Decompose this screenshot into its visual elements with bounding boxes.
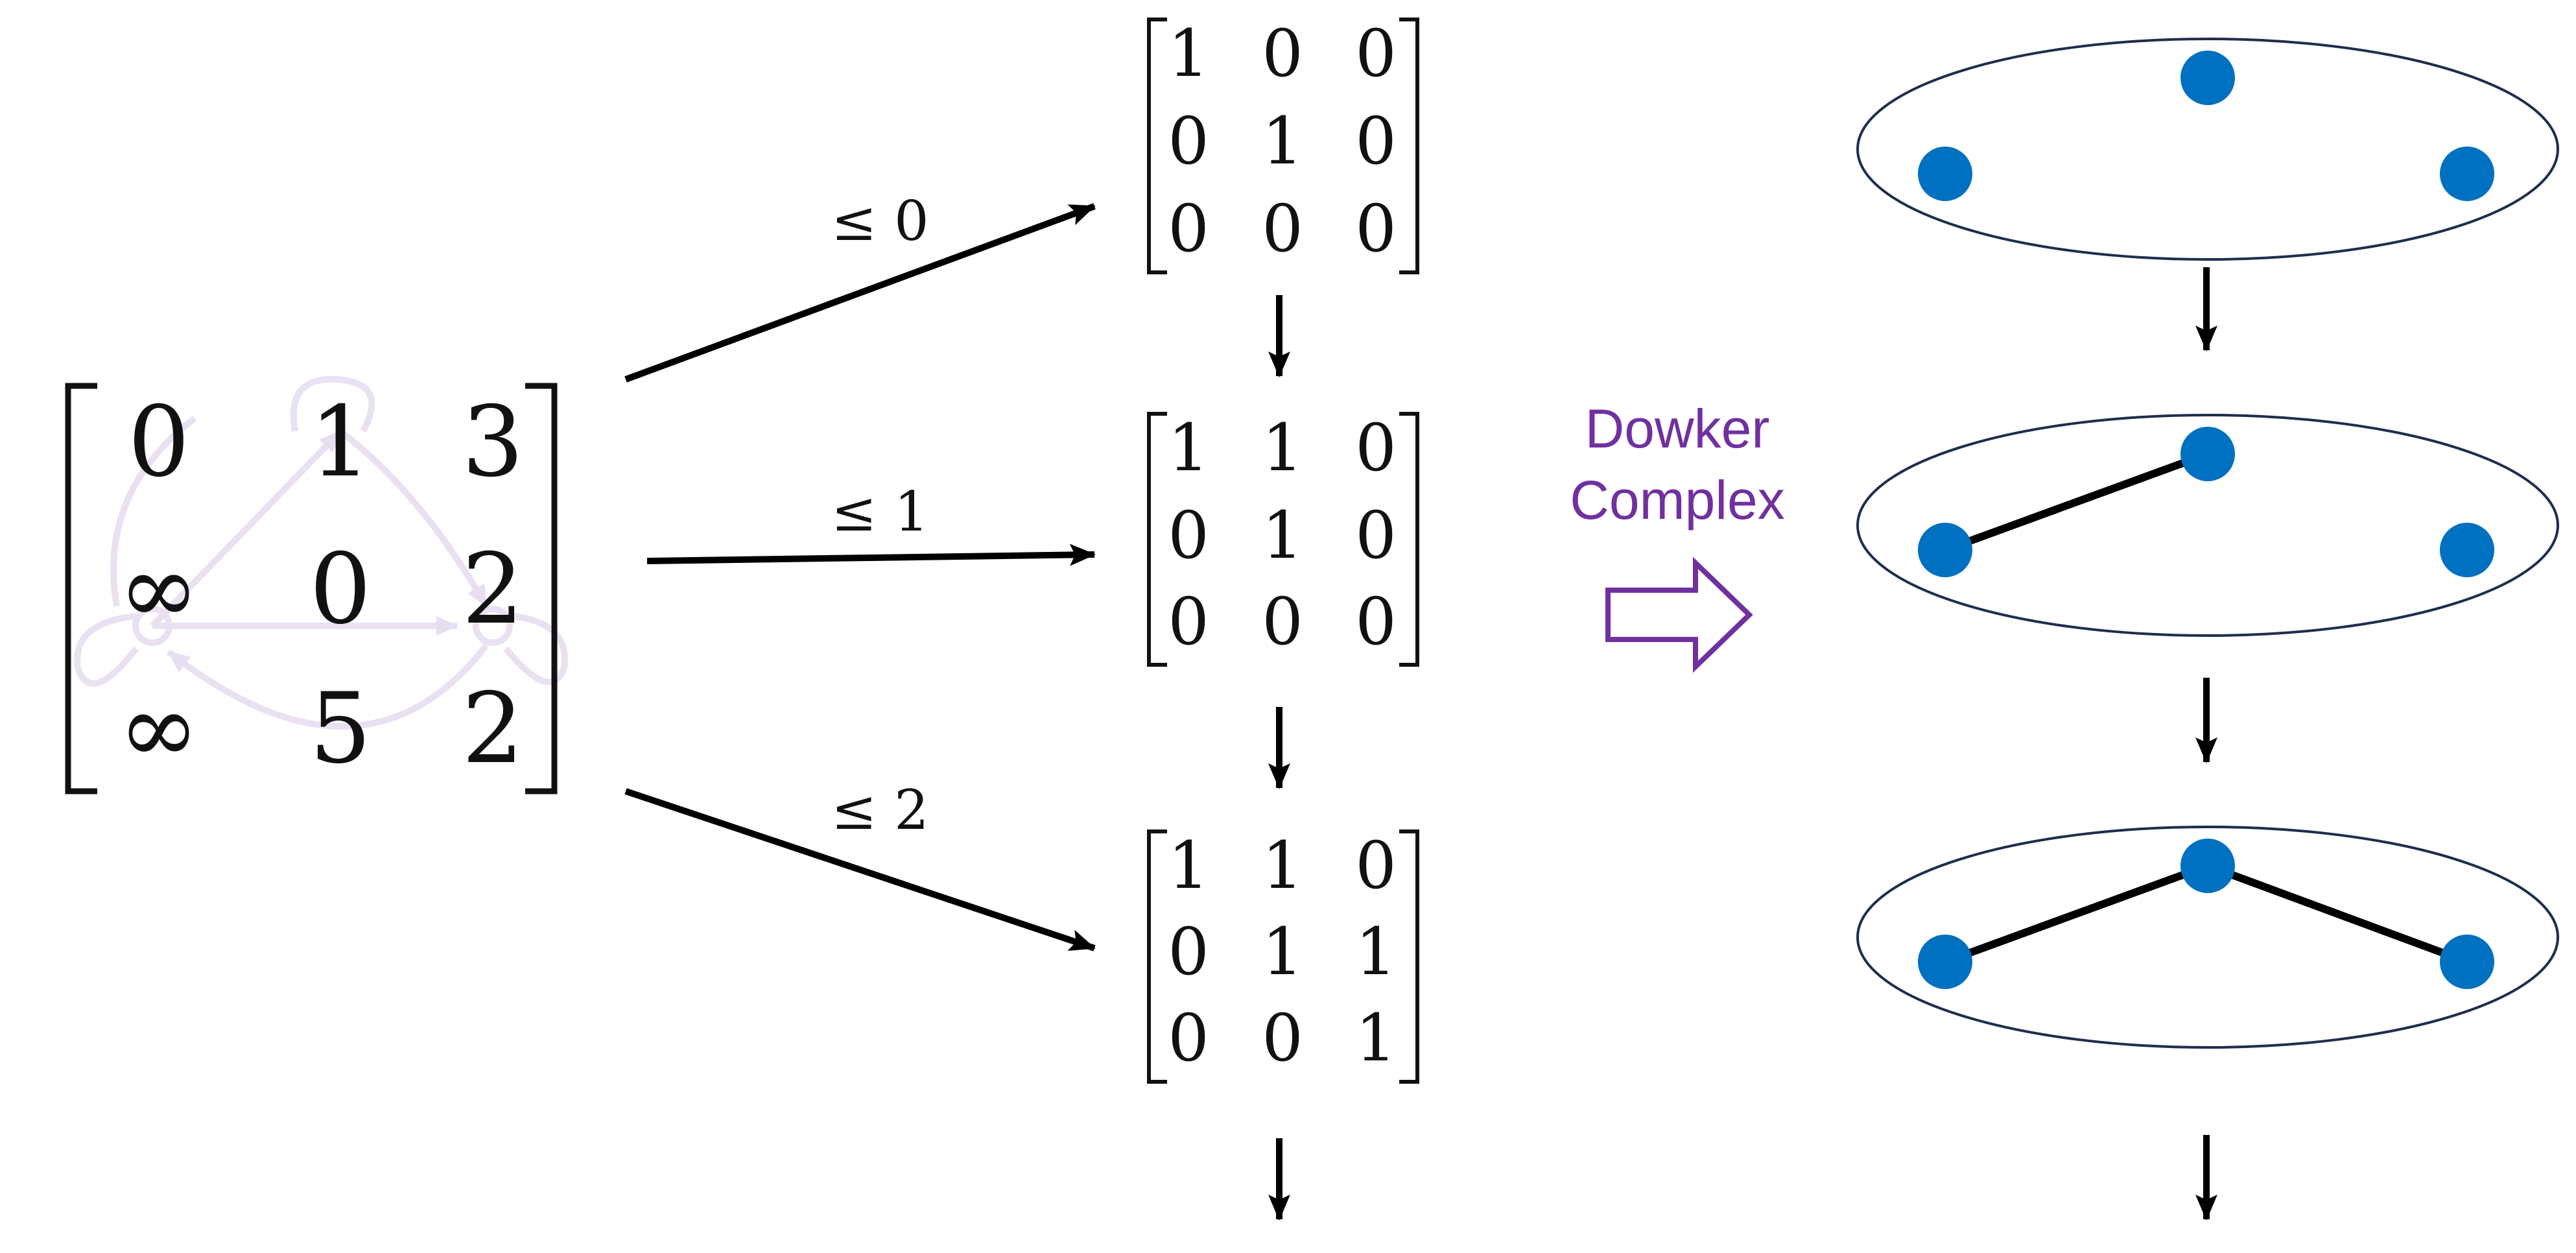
matrix-entry: 1 — [1168, 16, 1209, 91]
filtered-matrix-2: 1 1 0 0 1 1 0 0 1 — [1147, 828, 1419, 1084]
matrix-entry: 0 — [1262, 16, 1303, 91]
complex-1 — [1856, 414, 2559, 637]
bracket-right — [1399, 412, 1419, 667]
bracket-right — [525, 383, 558, 794]
threshold-arrow-0 — [624, 203, 1096, 383]
faded-edge — [338, 429, 490, 608]
bracket-right — [1399, 829, 1419, 1084]
matrix-entry: 1 — [1262, 828, 1303, 903]
complex-edge-left-top — [1943, 862, 2210, 966]
matrix-entry: 1 — [1355, 1000, 1397, 1076]
matrix-entry: 0 — [309, 533, 371, 646]
complex-2 — [1856, 826, 2559, 1049]
complex-ellipse — [1856, 414, 2559, 637]
matrix-entry: ∞ — [119, 533, 200, 646]
matrix-entry: 0 — [1262, 584, 1303, 660]
faded-node — [473, 606, 513, 646]
matrix-entry: 0 — [1168, 103, 1209, 179]
vertex-right — [2440, 147, 2494, 201]
transform-label-line1: Dowker — [1585, 398, 1770, 459]
faded-self-loop — [503, 613, 568, 686]
matrix-entry: 1 — [1262, 497, 1303, 573]
matrix-entry: 2 — [462, 533, 523, 646]
threshold-arrow-2 — [624, 788, 1096, 951]
matrix-entry: 3 — [462, 386, 523, 499]
faded-self-loop — [290, 376, 375, 433]
matrix-entry: 1 — [1355, 914, 1397, 990]
vertex-left — [1918, 523, 1972, 577]
matrix-entry: 0 — [1168, 914, 1209, 990]
matrix-entry: 0 — [1355, 16, 1397, 91]
vertex-top — [2180, 427, 2235, 481]
vertex-left — [1918, 935, 1972, 989]
vertex-left — [1918, 147, 1972, 201]
complex-0 — [1856, 38, 2559, 261]
faded-edge — [110, 416, 197, 607]
bracket-left — [1147, 412, 1167, 667]
matrix-entry: 2 — [462, 673, 523, 785]
matrix-entry: 0 — [1262, 1000, 1303, 1076]
matrix-entry: 1 — [309, 386, 371, 499]
threshold-label-1: ≤ 1 — [831, 480, 929, 543]
bracket-left — [65, 383, 97, 794]
matrix-entry: 1 — [1168, 828, 1209, 903]
matrix-entry: 0 — [1168, 1000, 1209, 1076]
threshold-label-0: ≤ 0 — [831, 189, 929, 253]
complex-edge-left-top — [1943, 450, 2210, 554]
bracket-left — [1147, 829, 1167, 1084]
filtered-matrix-0: 1 0 0 0 1 0 0 0 0 — [1147, 16, 1419, 274]
matrix-entry: 0 — [1355, 191, 1397, 267]
matrix-entry: 0 — [1355, 497, 1397, 573]
source-weight-matrix: 0 1 3 ∞ 0 2 ∞ 5 2 — [65, 383, 558, 794]
matrix-entry: 0 — [1262, 191, 1303, 267]
matrix-entry: 0 — [1168, 584, 1209, 660]
faded-edge — [150, 429, 343, 628]
vertex-top — [2180, 51, 2235, 105]
matrix-entry: 0 — [128, 386, 189, 499]
matrix-entry: 1 — [1262, 410, 1303, 486]
complex-edge-top-right — [2206, 862, 2469, 966]
filtered-matrix-1: 1 1 0 0 1 0 0 0 0 — [1147, 410, 1419, 667]
matrix-entry: 0 — [1355, 584, 1397, 660]
matrix-entry: ∞ — [119, 673, 200, 785]
transform-label-line2: Complex — [1570, 470, 1784, 531]
matrix-entry: 5 — [309, 673, 371, 785]
faded-edge — [166, 643, 489, 730]
vertex-top — [2180, 839, 2235, 893]
vertex-right — [2440, 935, 2494, 989]
faded-self-loop — [74, 613, 139, 687]
matrix-entry: 1 — [1168, 410, 1209, 486]
threshold-label-2: ≤ 2 — [831, 778, 929, 842]
vertex-right — [2440, 523, 2494, 577]
bracket-left — [1147, 18, 1167, 274]
matrix-entry: 1 — [1262, 914, 1303, 990]
complex-ellipse — [1856, 38, 2559, 261]
faded-node — [132, 606, 172, 646]
matrix-entry: 0 — [1168, 191, 1209, 267]
matrix-entry: 1 — [1262, 103, 1303, 179]
faded-digraph-background — [74, 376, 568, 730]
bracket-right — [1399, 18, 1419, 274]
complex-ellipse — [1856, 826, 2559, 1049]
matrix-entry: 0 — [1355, 828, 1397, 903]
threshold-arrow-1 — [646, 543, 1096, 566]
matrix-entry: 0 — [1168, 497, 1209, 573]
transform-arrow — [1605, 556, 1753, 673]
matrix-entry: 0 — [1355, 103, 1397, 179]
matrix-entry: 0 — [1355, 410, 1397, 486]
